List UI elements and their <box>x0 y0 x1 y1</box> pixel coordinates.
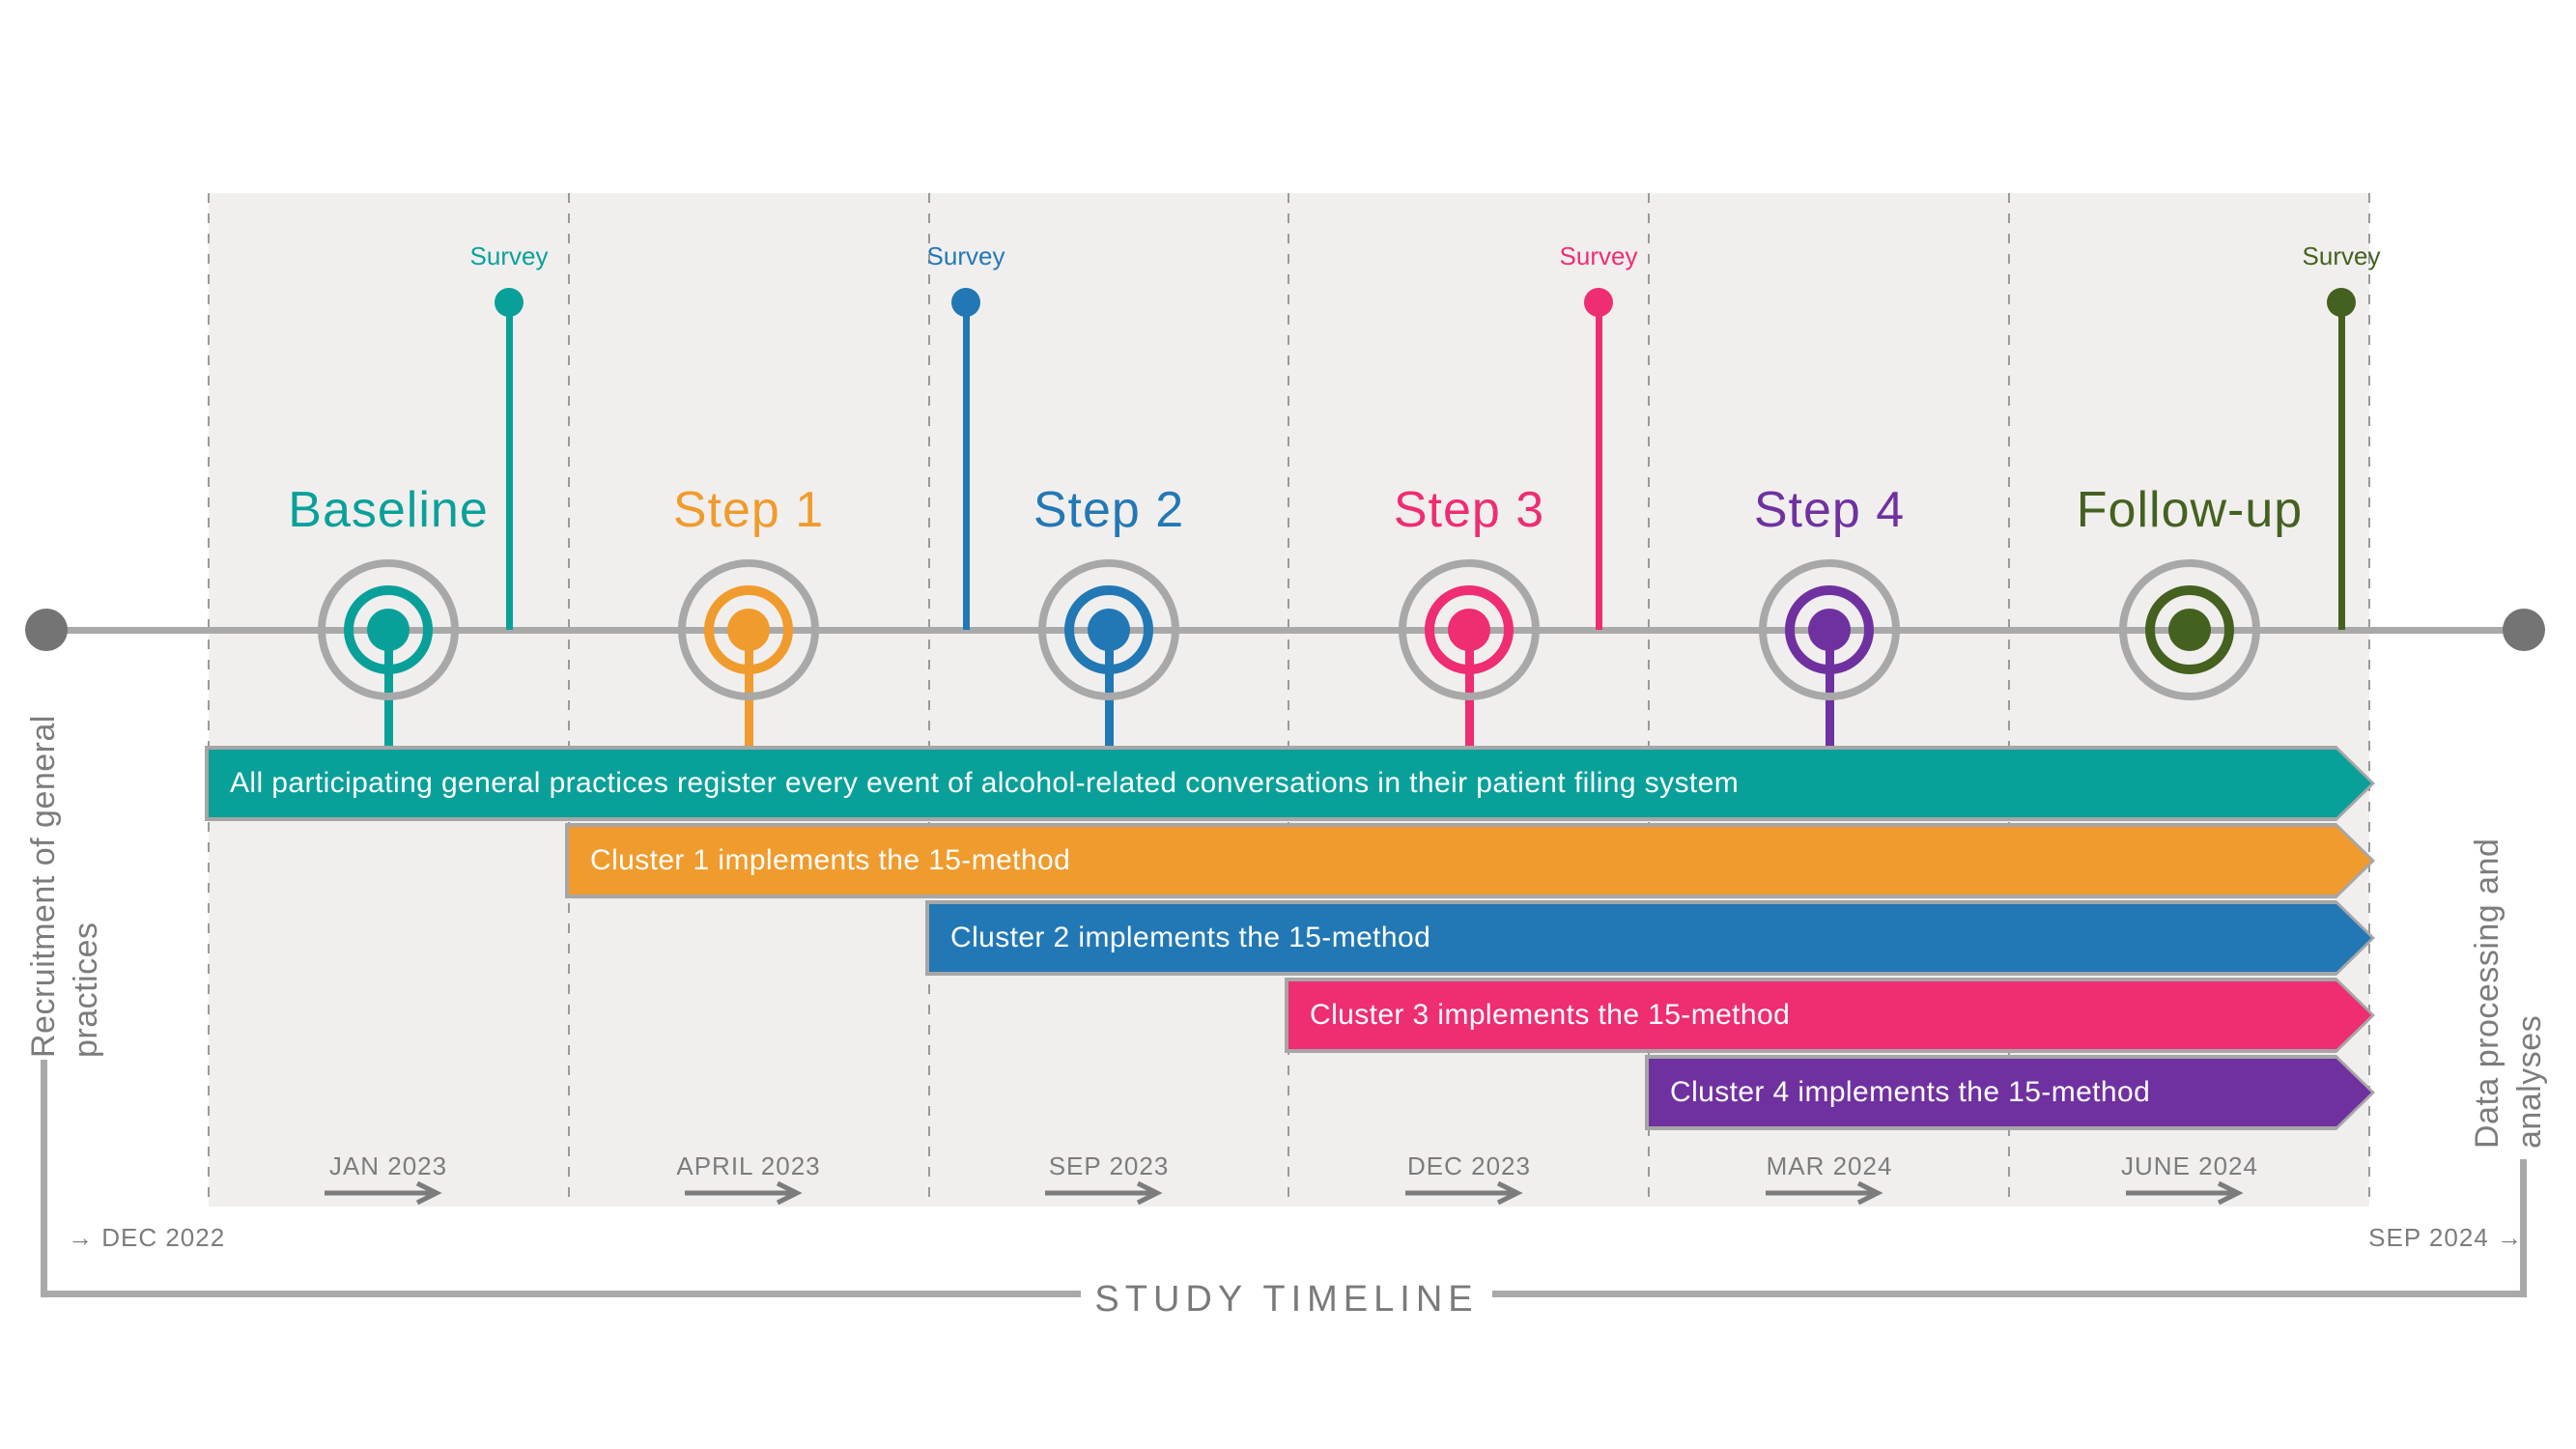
timeline-start-dot <box>25 609 68 651</box>
side-label-right: Data processing and analyses <box>2466 791 2551 1149</box>
phase-bar-label: All participating general practices regi… <box>230 767 1740 799</box>
phase-bar-fill: Cluster 3 implements the 15-method <box>1288 981 2371 1049</box>
phase-bar-fill: Cluster 2 implements the 15-method <box>929 904 2371 972</box>
milestone-title-step-4: Step 4 <box>1753 482 1906 538</box>
phase-bar: Cluster 4 implements the 15-method <box>1645 1055 2375 1130</box>
survey-pin-line <box>962 302 970 630</box>
milestone-title-follow-up: Follow-up <box>2076 482 2304 538</box>
side-label-left: Recruitment of general practices <box>22 710 107 1058</box>
date-label: MAR 2024 <box>1766 1151 1893 1180</box>
survey-label: Survey <box>469 242 549 270</box>
date-label: JUNE 2024 <box>2121 1151 2258 1180</box>
bracket-left-horizontal-line <box>44 1291 1081 1297</box>
survey-label: Survey <box>2302 242 2381 270</box>
survey-label: Survey <box>926 242 1005 270</box>
milestone-ring-inner <box>704 585 793 674</box>
phase-bar-label: Cluster 1 implements the 15-method <box>590 844 1071 876</box>
phase-bar: Cluster 3 implements the 15-method <box>1285 978 2375 1053</box>
section-divider-5 <box>2008 193 2010 1207</box>
date-arrow-icon <box>1403 1180 1535 1210</box>
survey-label: Survey <box>1559 242 1638 270</box>
milestone-ring-inner <box>344 585 433 674</box>
milestone-dot <box>1808 609 1851 651</box>
date-label: SEP 2023 <box>1048 1151 1170 1180</box>
bracket-right-horizontal-line <box>1492 1291 2527 1297</box>
milestone-title-baseline: Baseline <box>288 482 489 538</box>
date-label: APRIL 2023 <box>676 1151 821 1180</box>
survey-pin-line <box>505 302 513 630</box>
milestone-title-step-1: Step 1 <box>672 482 825 538</box>
edge-label-end: SEP 2024 → <box>2368 1223 2523 1252</box>
phase-bar: Cluster 1 implements the 15-method <box>565 823 2375 898</box>
side-label-left-line1: Recruitment of general <box>25 715 62 1058</box>
phase-bar-label: Cluster 2 implements the 15-method <box>950 922 1431 953</box>
survey-pin-line <box>2337 302 2345 630</box>
date-label: DEC 2023 <box>1407 1151 1531 1180</box>
milestone-title-step-2: Step 2 <box>1033 482 1185 538</box>
section-divider-2 <box>928 193 930 1207</box>
bracket-left-vertical-line <box>41 1060 47 1297</box>
milestone-ring-outer <box>2119 559 2260 700</box>
timeline-end-dot <box>2503 609 2545 651</box>
section-divider-6 <box>2368 193 2370 1207</box>
milestone-ring-outer <box>1399 559 1540 700</box>
milestone-ring-outer <box>1759 559 1900 700</box>
phase-bar-label: Cluster 4 implements the 15-method <box>1670 1076 2151 1108</box>
phase-bar: Cluster 2 implements the 15-method <box>925 900 2375 976</box>
phase-bar-fill: Cluster 4 implements the 15-method <box>1649 1059 2371 1126</box>
milestone-ring-inner <box>1425 585 1514 674</box>
date-arrow-icon <box>683 1180 814 1210</box>
milestone-dot <box>1448 609 1490 651</box>
side-label-right-line2: analyses <box>2511 1014 2548 1149</box>
section-divider-3 <box>1288 193 1289 1207</box>
milestone-ring-outer <box>678 559 819 700</box>
milestone-title-step-3: Step 3 <box>1393 482 1545 538</box>
section-divider-4 <box>1648 193 1650 1207</box>
date-arrow-icon <box>1764 1180 1895 1210</box>
milestone-ring-outer <box>1038 559 1179 700</box>
date-arrow-icon <box>1043 1180 1175 1210</box>
milestone-dot <box>1088 609 1130 651</box>
bracket-right-vertical-line <box>2520 1159 2527 1297</box>
side-label-right-line1: Data processing and <box>2469 838 2505 1149</box>
timeline-axis <box>46 627 2524 634</box>
milestone-dot <box>2168 609 2211 651</box>
section-divider-1 <box>568 193 570 1207</box>
phase-bar: All participating general practices regi… <box>205 746 2375 821</box>
milestone-dot <box>367 609 410 651</box>
phase-bar-fill: All participating general practices regi… <box>209 750 2371 817</box>
section-divider-0 <box>208 193 210 1207</box>
side-label-left-line2: practices <box>68 922 104 1058</box>
milestone-ring-outer <box>318 559 459 700</box>
milestone-ring-inner <box>1064 585 1153 674</box>
survey-pin-line <box>1595 302 1602 630</box>
phase-bar-label: Cluster 3 implements the 15-method <box>1310 999 1791 1031</box>
date-label: JAN 2023 <box>328 1151 448 1180</box>
phase-bar-fill: Cluster 1 implements the 15-method <box>569 827 2371 895</box>
milestone-dot <box>727 609 770 651</box>
date-arrow-icon <box>2124 1180 2255 1210</box>
edge-label-start: → DEC 2022 <box>68 1223 226 1252</box>
date-arrow-icon <box>323 1180 454 1210</box>
footer-title: STUDY TIMELINE <box>1094 1279 1479 1320</box>
milestone-ring-inner <box>1785 585 1874 674</box>
milestone-ring-inner <box>2145 585 2234 674</box>
